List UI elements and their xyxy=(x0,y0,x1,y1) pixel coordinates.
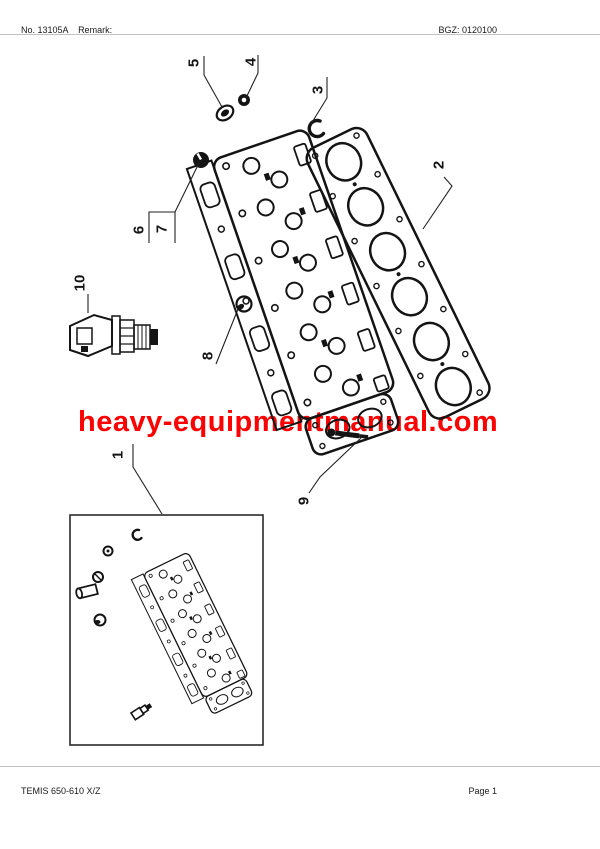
header-left: No. 13105A Remark: xyxy=(21,25,112,35)
footer-rule xyxy=(0,766,600,767)
leader-lines xyxy=(87,55,453,515)
temperature-sensor-part xyxy=(69,313,158,358)
callout-5-label: 5 xyxy=(185,59,202,67)
cylinder-head-drawing xyxy=(185,126,410,468)
clip-part xyxy=(307,118,326,139)
stud-part xyxy=(327,428,369,439)
inset-border xyxy=(69,514,264,746)
callout-8-label: 8 xyxy=(199,352,216,360)
callout-3-leader xyxy=(310,77,328,125)
inset-cylinder-head-drawing xyxy=(130,551,258,722)
callout-6-7-leader xyxy=(174,162,200,213)
callout-4-label: 4 xyxy=(242,57,259,66)
inset-small-parts xyxy=(75,528,153,721)
callout-8-leader xyxy=(215,308,239,365)
bgz-number: BGZ: 0120100 xyxy=(438,25,497,35)
footer-model: TEMIS 650-610 X/Z xyxy=(21,786,101,796)
remark-label: Remark: xyxy=(78,25,113,35)
callout-6-7-bracket xyxy=(148,211,176,243)
callout-1-label: 1 xyxy=(109,451,126,459)
callout-10-label: 10 xyxy=(71,275,88,292)
callout-labels: 1 2 3 4 5 6 7 8 9 10 xyxy=(71,57,447,505)
callout-3-label: 3 xyxy=(309,86,326,94)
callout-9-leader xyxy=(308,436,363,494)
callout-9-label: 9 xyxy=(295,497,312,505)
header-rule xyxy=(0,34,600,35)
seal-ring-part xyxy=(238,94,250,106)
ball-plug-part xyxy=(235,295,253,313)
inset-sensor xyxy=(129,703,153,721)
callout-5-leader xyxy=(203,56,223,108)
cap-part xyxy=(215,104,235,122)
callout-2-label: 2 xyxy=(430,161,447,169)
head-gasket-drawing xyxy=(305,126,491,420)
callout-4-leader xyxy=(245,55,259,99)
callout-7-label: 7 xyxy=(153,225,170,233)
footer-page-number: Page 1 xyxy=(468,786,497,796)
document-number: No. 13105A xyxy=(21,25,69,35)
plug-part xyxy=(193,152,209,168)
loose-parts xyxy=(69,94,369,439)
detail-inset-box xyxy=(69,514,264,746)
callout-6-label: 6 xyxy=(130,226,147,234)
callout-2-leader xyxy=(422,176,453,230)
callout-1-leader xyxy=(132,444,163,515)
